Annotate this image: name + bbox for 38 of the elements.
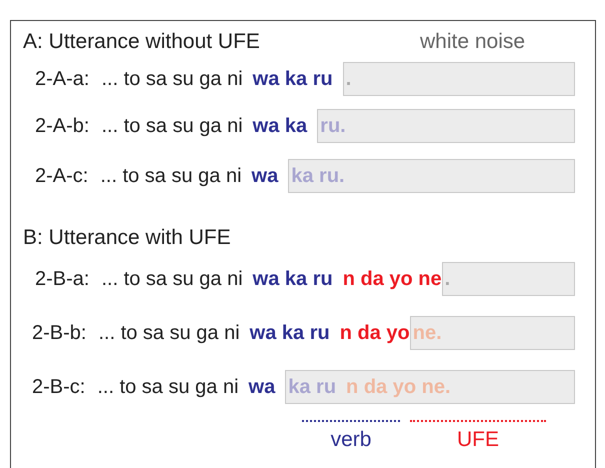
verb-text: wa ka bbox=[252, 114, 308, 138]
masked-text: ka ru. bbox=[291, 164, 345, 188]
noise-box bbox=[410, 316, 575, 350]
verb-text: wa bbox=[252, 164, 278, 188]
row-label: 2-B-b: bbox=[32, 322, 86, 344]
masked-text: ru. bbox=[320, 114, 346, 138]
sentence-text: ... to sa su ga ni bbox=[97, 376, 239, 398]
verb-text: wa bbox=[248, 376, 276, 398]
sentence-text: ... to sa su ga ni bbox=[101, 268, 243, 290]
masked-text: ne. bbox=[412, 322, 442, 344]
legend-label: verb bbox=[330, 428, 372, 452]
noise-box bbox=[442, 262, 575, 296]
masked-text: . bbox=[346, 68, 352, 90]
noise-box bbox=[342, 62, 575, 96]
sentence-text: ... to sa su ga ni bbox=[101, 114, 243, 138]
verb-text: wa ka ru bbox=[252, 68, 333, 90]
noise-box bbox=[285, 370, 575, 404]
sentence-text: ... to sa su ga ni bbox=[98, 322, 240, 344]
verb-text: wa ka ru bbox=[250, 322, 330, 344]
noise-box bbox=[317, 109, 575, 143]
row-label: 2-B-a: bbox=[35, 268, 90, 290]
noise-box bbox=[288, 159, 575, 193]
row-label: 2-A-c: bbox=[35, 164, 88, 188]
masked-text: . bbox=[444, 268, 450, 290]
verb-text: wa ka ru bbox=[252, 268, 333, 290]
masked-text: ka ru bbox=[288, 376, 336, 398]
section-heading: B: Utterance with UFE bbox=[23, 226, 231, 250]
row-label: 2-B-c: bbox=[32, 376, 86, 398]
ufe-text: n da yo ne bbox=[342, 268, 442, 290]
row-label: 2-A-a: bbox=[35, 68, 90, 90]
noise-heading: white noise bbox=[420, 30, 526, 54]
ufe-text: n da yo bbox=[340, 322, 410, 344]
sentence-text: ... to sa su ga ni bbox=[101, 68, 243, 90]
row-label: 2-A-b: bbox=[35, 114, 90, 138]
section-heading: A: Utterance without UFE bbox=[23, 30, 260, 54]
legend-label: UFE bbox=[457, 428, 499, 452]
masked-text: n da yo ne. bbox=[346, 376, 451, 398]
sentence-text: ... to sa su ga ni bbox=[100, 164, 242, 188]
